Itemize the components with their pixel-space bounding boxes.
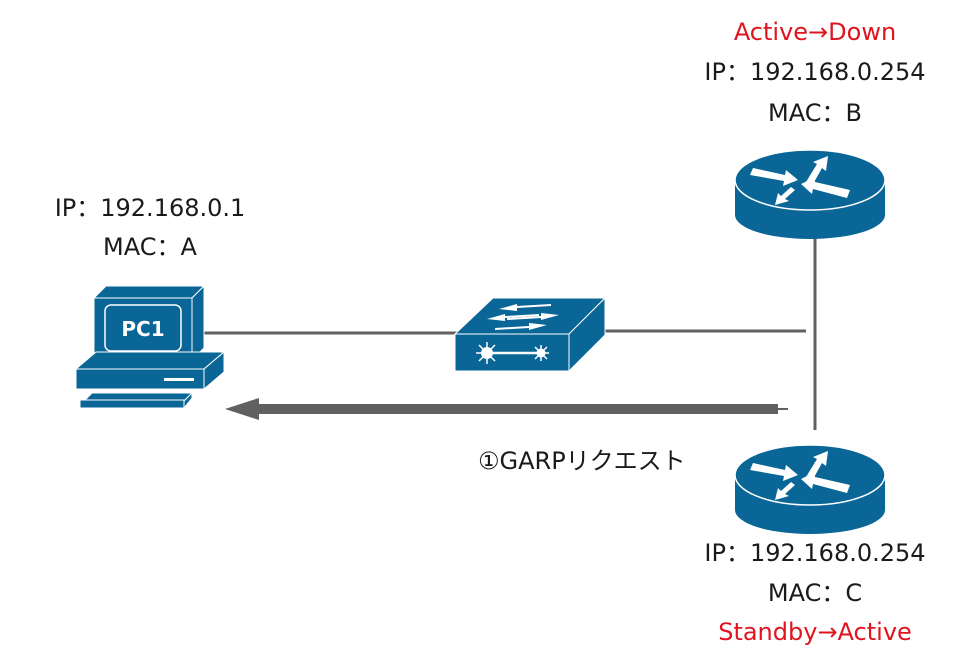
pc-name-label: PC1 bbox=[121, 317, 164, 341]
switch-icon bbox=[453, 296, 607, 373]
router-b-ip: IP：192.168.0.254 bbox=[704, 58, 926, 86]
router-b-mac: MAC：B bbox=[768, 99, 862, 127]
pc1-mac: MAC：A bbox=[103, 233, 197, 261]
pc1-ip: IP：192.168.0.1 bbox=[54, 194, 246, 222]
router-icon bbox=[734, 444, 886, 534]
garp-arrow bbox=[225, 398, 788, 420]
garp-request-label: ①GARPリクエスト bbox=[478, 447, 686, 475]
router-c-ip: IP：192.168.0.254 bbox=[704, 539, 926, 567]
router-b-status: Active→Down bbox=[733, 18, 897, 46]
router-c-status: Standby→Active bbox=[718, 618, 912, 646]
pc-icon: PC1 bbox=[74, 284, 226, 410]
router-icon bbox=[734, 149, 886, 239]
router-c-mac: MAC：C bbox=[767, 579, 863, 607]
